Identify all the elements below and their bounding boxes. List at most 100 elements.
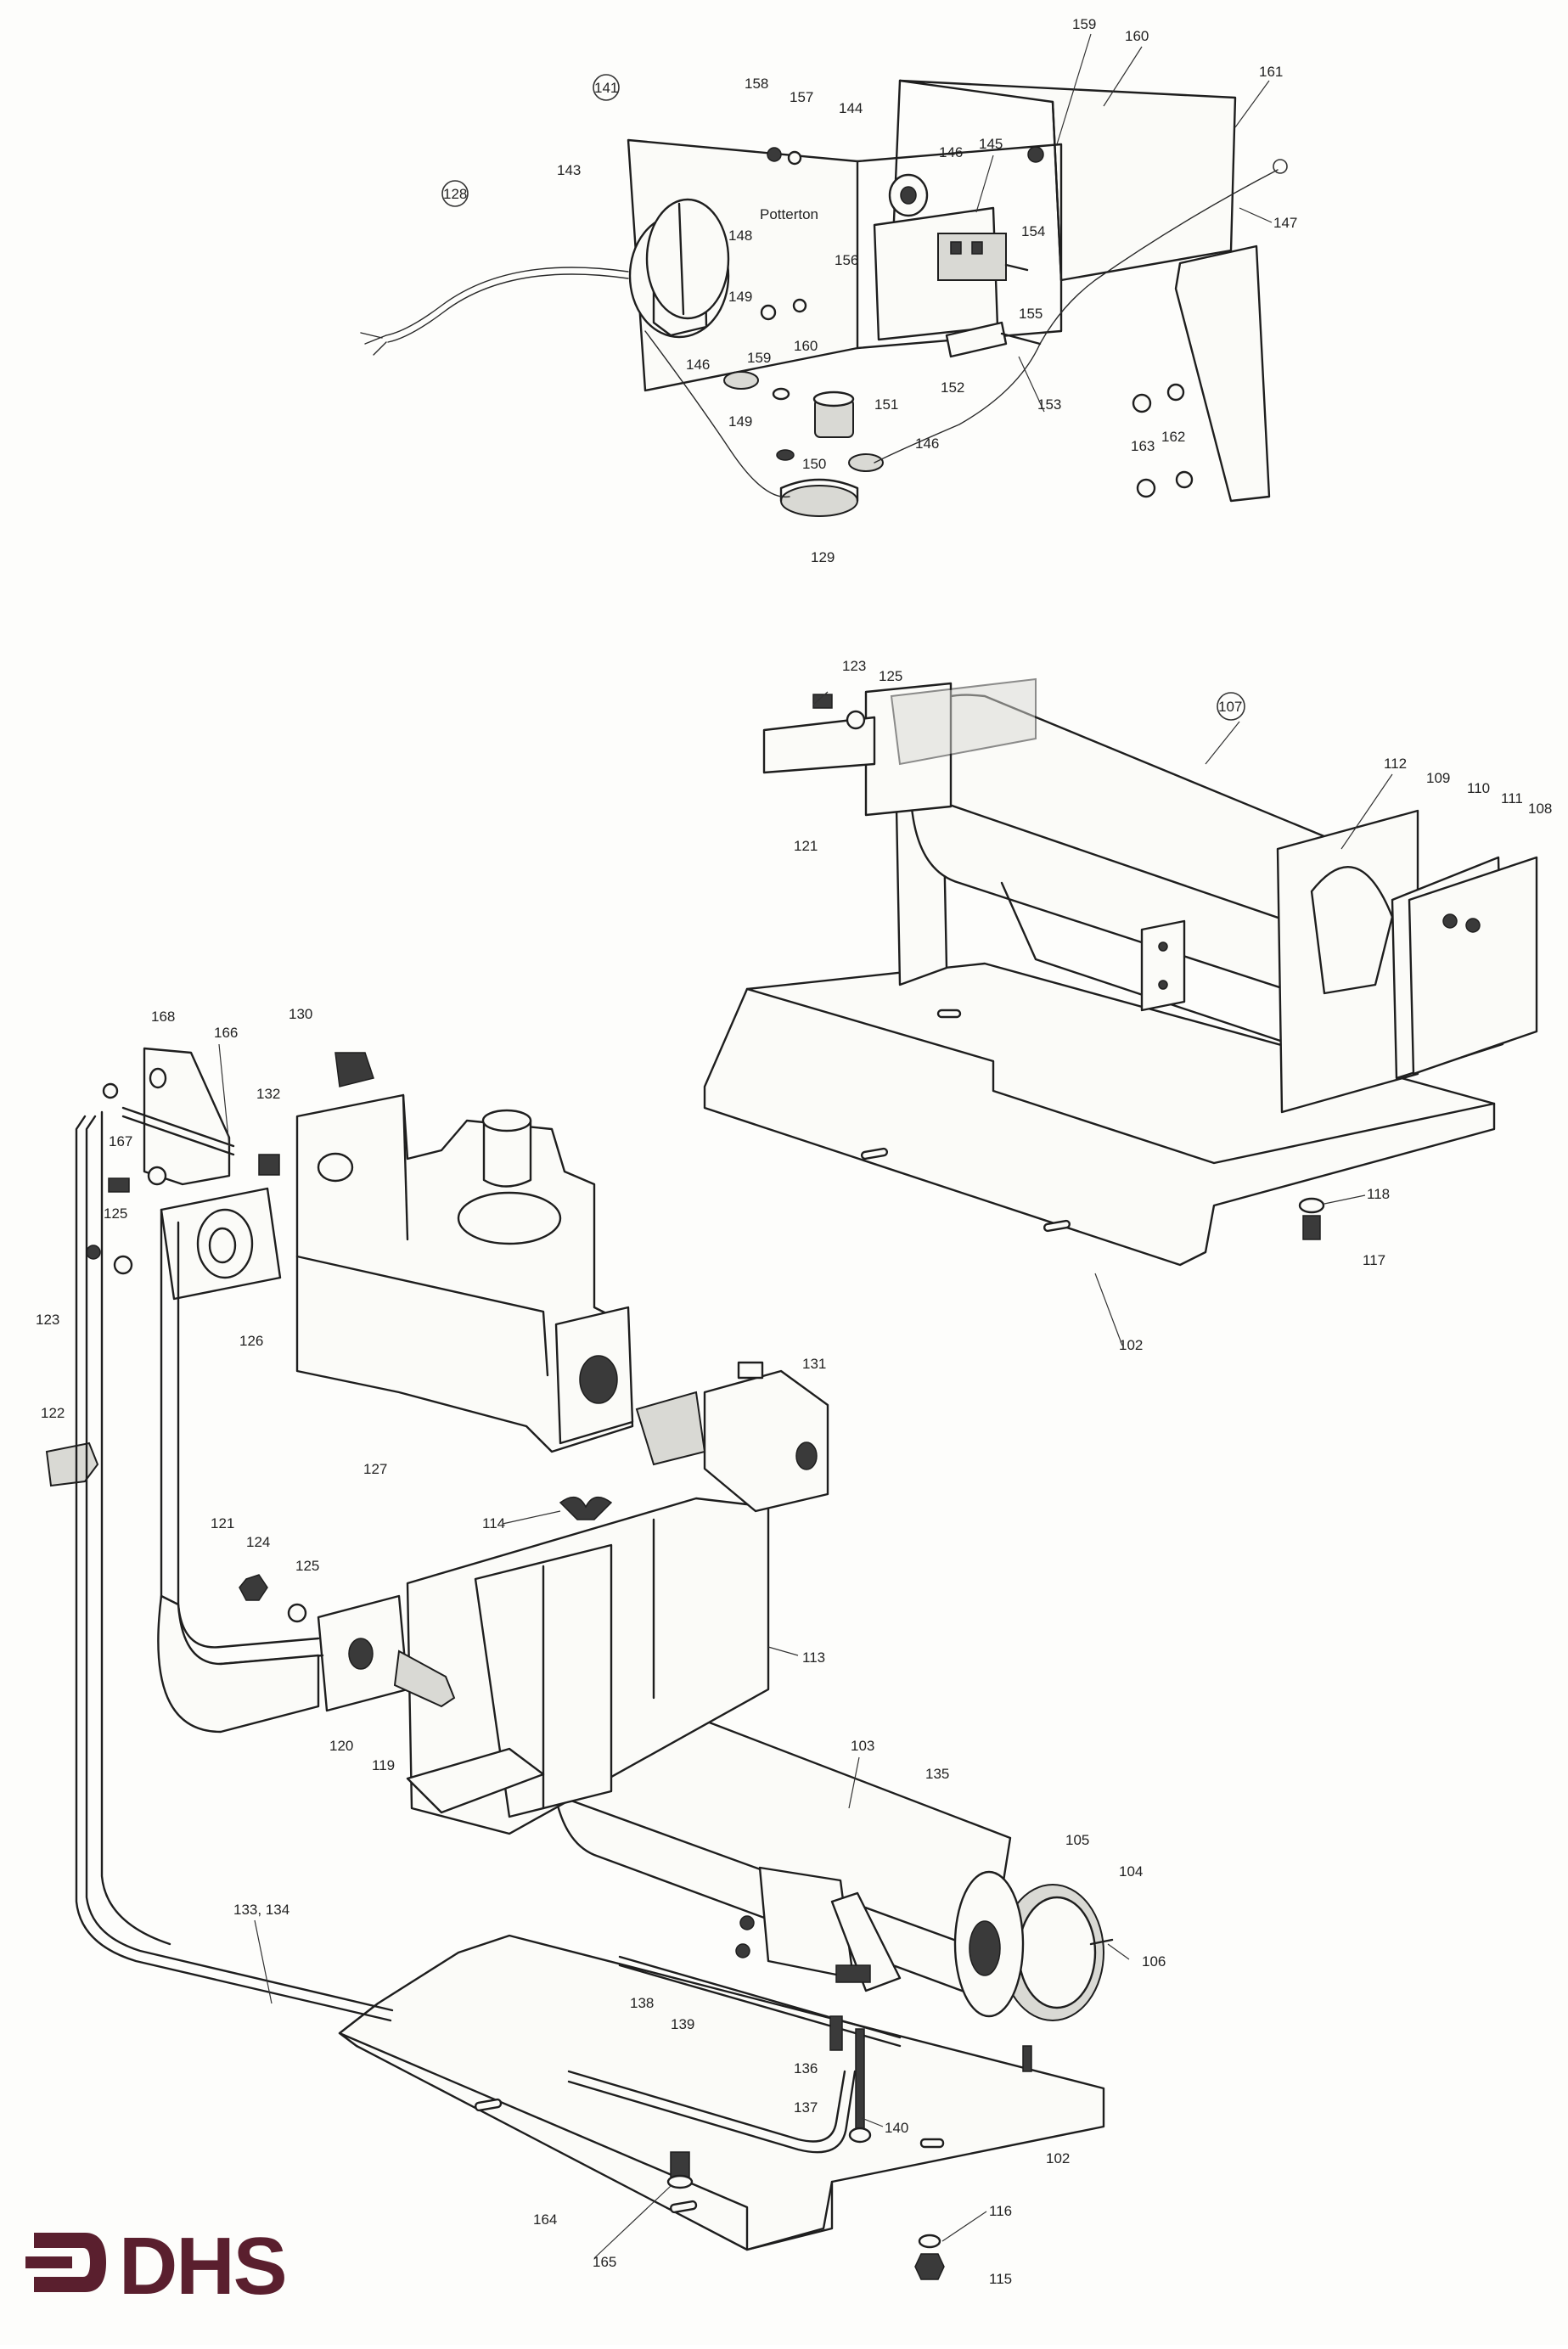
label-118: 118 [1367,1186,1390,1202]
wing-nut-114 [559,1496,613,1520]
label-141: 141 [594,80,618,96]
label-123-a: 123 [842,658,866,674]
label-115: 115 [989,2271,1012,2287]
label-130: 130 [289,1006,312,1022]
label-117: 117 [1363,1252,1385,1268]
control-panel-assembly: Potterton [360,79,1288,517]
part-number-labels: 128 141 143 158 157 144 159 160 161 146 … [36,16,1552,2287]
label-160-b: 160 [794,338,818,354]
logo-arrow-mark [34,2233,106,2292]
label-148: 148 [728,228,752,244]
gas-pipe-121a [762,716,876,774]
label-152: 152 [941,379,964,396]
label-113: 113 [802,1649,825,1666]
label-138: 138 [630,1995,654,2011]
screw-159 [1027,146,1044,163]
label-144: 144 [839,100,863,116]
label-149-a: 149 [728,289,752,305]
label-125-a: 125 [879,668,902,684]
label-109: 109 [1426,770,1450,786]
label-110: 110 [1467,780,1490,796]
bolt-152 [945,321,1008,358]
label-159-b: 159 [747,350,771,366]
label-165: 165 [593,2254,616,2270]
label-143: 143 [557,162,581,178]
label-125-c: 125 [295,1558,319,1574]
label-146-c: 146 [915,436,939,452]
label-151: 151 [874,396,898,413]
label-161: 161 [1259,64,1283,80]
label-121-a: 121 [794,838,818,854]
label-120: 120 [329,1738,353,1754]
label-163: 163 [1131,438,1155,454]
regulator-cap [482,1119,532,1188]
label-106: 106 [1142,1953,1166,1970]
label-116: 116 [989,2203,1012,2219]
label-146-b: 146 [686,357,710,373]
label-133-134: 133, 134 [233,1902,289,1918]
label-147: 147 [1273,215,1297,231]
label-103: 103 [851,1738,874,1754]
dial-face [645,198,730,320]
label-107: 107 [1218,699,1242,715]
label-135: 135 [925,1766,949,1782]
solenoid-131 [703,1369,829,1513]
label-136: 136 [794,2060,818,2076]
label-129: 129 [811,549,835,565]
plate-108 [1408,856,1538,1076]
label-102-b: 102 [1046,2150,1070,2166]
logo-text: DHS [119,2224,286,2301]
panel-brand-text: Potterton [760,206,818,222]
label-127: 127 [363,1461,387,1477]
label-162: 162 [1161,429,1185,445]
label-159-top: 159 [1072,16,1096,32]
wire-147 [874,169,1279,464]
label-167: 167 [109,1133,132,1149]
screw-158 [767,147,782,162]
label-125-b: 125 [104,1205,127,1222]
grommet-146b [723,371,759,390]
overheat-stat-129 [780,485,858,517]
label-139: 139 [671,2016,694,2032]
label-157: 157 [790,89,813,105]
label-112: 112 [1384,756,1407,772]
burner-base-assembly-upper [703,677,1538,1267]
label-124: 124 [246,1534,270,1550]
rear-box-161 [898,79,1237,282]
label-132: 132 [256,1086,280,1102]
label-164: 164 [533,2211,557,2228]
support-leg-161 [1174,244,1271,503]
grommet-146c [848,453,884,472]
label-104: 104 [1119,1863,1143,1880]
label-145: 145 [979,136,1003,152]
cable-128 [385,267,629,336]
label-154: 154 [1021,223,1045,239]
label-111: 111 [1501,790,1523,806]
label-140: 140 [885,2120,908,2136]
label-126: 126 [239,1333,263,1349]
pilot-pipe-133-134 [75,1115,394,2022]
label-122: 122 [41,1405,65,1421]
pressure-point-122 [45,1441,99,1487]
label-160-top: 160 [1125,28,1149,44]
label-156: 156 [835,252,858,268]
label-149-b: 149 [728,413,752,430]
label-150: 150 [802,456,826,472]
label-131: 131 [802,1356,826,1372]
label-121-b: 121 [211,1515,234,1531]
dhs-logo: DHS [25,2224,288,2301]
label-137: 137 [794,2099,818,2116]
label-128: 128 [443,186,467,202]
base-plate-102 [703,962,1496,1267]
terminal-block-154 [937,233,1007,281]
label-155: 155 [1019,306,1043,322]
label-123-b: 123 [36,1312,59,1328]
label-146-a: 146 [939,144,963,160]
label-166: 166 [214,1025,238,1041]
label-158: 158 [745,76,768,92]
gas-valve-127 [295,1093,634,1453]
label-114: 114 [482,1515,505,1531]
leader-lines [218,33,1393,2259]
